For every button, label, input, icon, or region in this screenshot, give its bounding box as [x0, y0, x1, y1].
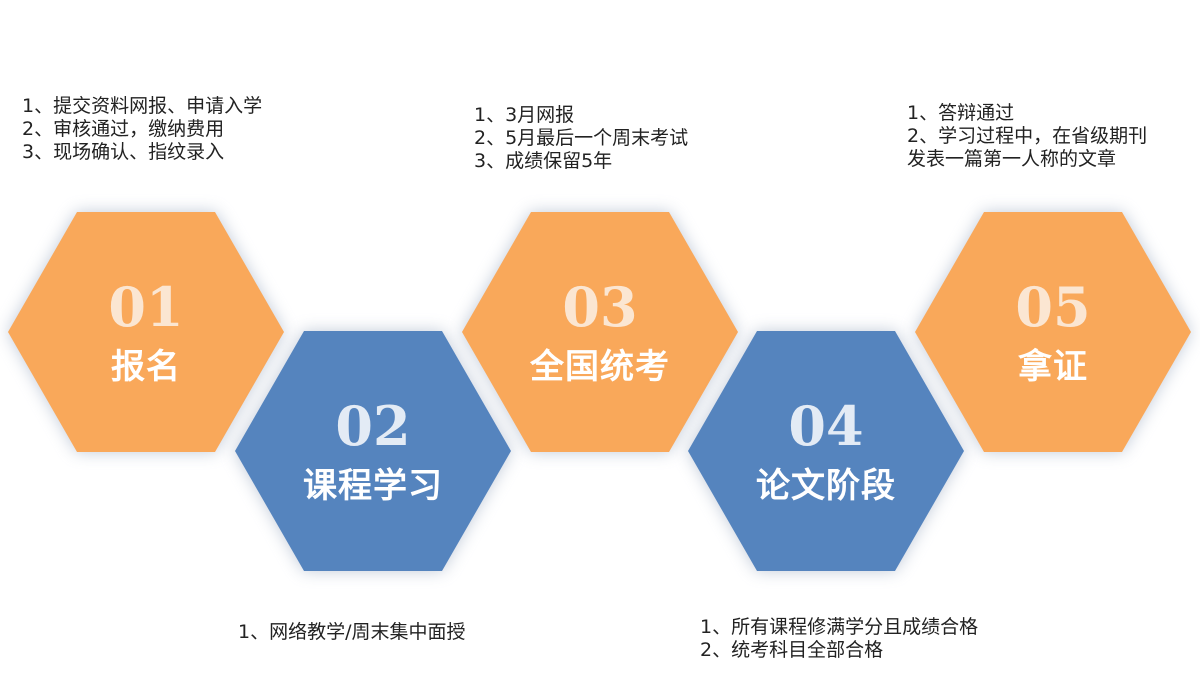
step4-note-line: 2、统考科目全部合格 [700, 639, 884, 661]
step-02-wrap: 02 课程学习 [235, 331, 511, 571]
step4-notes: 1、所有课程修满学分且成绩合格 2、统考科目全部合格 [700, 616, 978, 662]
step4-note-line: 1、所有课程修满学分且成绩合格 [700, 616, 979, 638]
step1-note-line: 1、提交资料网报、申请入学 [22, 95, 263, 117]
step-02-hexagon: 02 课程学习 [235, 331, 511, 571]
step-title: 全国统考 [530, 347, 670, 387]
step-05-hexagon: 05 拿证 [915, 212, 1191, 452]
step-title: 课程学习 [303, 466, 443, 506]
step5-note-line: 发表一篇第一人称的文章 [907, 148, 1117, 170]
step5-note-line: 1、答辩通过 [907, 102, 1015, 124]
step3-note-line: 3、成绩保留5年 [474, 150, 613, 172]
step3-note-line: 1、3月网报 [474, 104, 575, 126]
step3-notes: 1、3月网报 2、5月最后一个周末考试 3、成绩保留5年 [474, 104, 688, 173]
step5-note-line: 2、学习过程中，在省级期刊 [907, 125, 1148, 147]
step-01-wrap: 01 报名 [8, 212, 284, 452]
step1-note-line: 2、审核通过，缴纳费用 [22, 118, 225, 140]
step-01-hexagon: 01 报名 [8, 212, 284, 452]
step-number: 03 [562, 275, 638, 339]
step-title: 报名 [111, 347, 181, 387]
step-number: 02 [335, 394, 411, 458]
step-title: 论文阶段 [756, 466, 896, 506]
step-03-wrap: 03 全国统考 [462, 212, 738, 452]
step2-notes: 1、网络教学/周末集中面授 [238, 621, 466, 644]
step-04-hexagon: 04 论文阶段 [688, 331, 964, 571]
step5-notes: 1、答辩通过 2、学习过程中，在省级期刊 发表一篇第一人称的文章 [907, 102, 1147, 171]
step1-note-line: 3、现场确认、指纹录入 [22, 141, 225, 163]
step-04-wrap: 04 论文阶段 [688, 331, 964, 571]
step-number: 01 [108, 275, 184, 339]
step-05-wrap: 05 拿证 [915, 212, 1191, 452]
step1-notes: 1、提交资料网报、申请入学 2、审核通过，缴纳费用 3、现场确认、指纹录入 [22, 95, 262, 164]
step-number: 04 [788, 394, 864, 458]
step2-note-line: 1、网络教学/周末集中面授 [238, 621, 466, 643]
step-title: 拿证 [1018, 347, 1088, 387]
step-03-hexagon: 03 全国统考 [462, 212, 738, 452]
step-number: 05 [1015, 275, 1091, 339]
step3-note-line: 2、5月最后一个周末考试 [474, 127, 689, 149]
